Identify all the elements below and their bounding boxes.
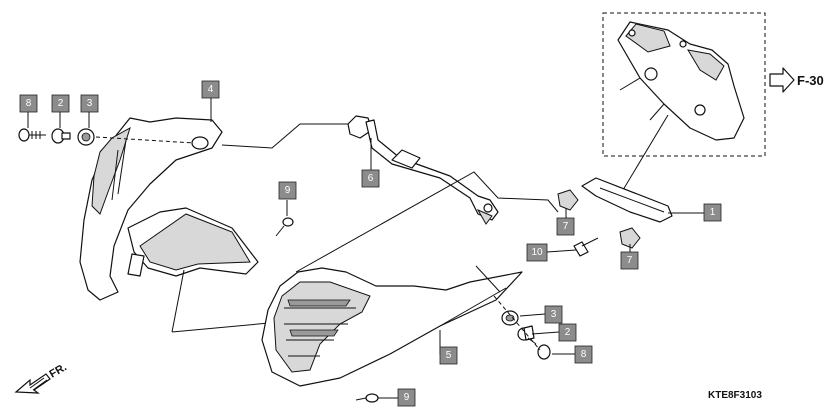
collar-part-2a <box>51 128 71 144</box>
callout-3-left: 3 <box>80 94 99 113</box>
leader-5-bolt <box>475 265 501 293</box>
leader-4-to-6 <box>221 123 348 149</box>
svg-text:6: 6 <box>368 173 374 184</box>
callout-8-left: 8 <box>19 94 38 113</box>
callout-10: 10 <box>526 243 548 262</box>
callout-7-lower: 7 <box>620 251 639 270</box>
svg-text:9: 9 <box>285 185 291 196</box>
svg-text:2: 2 <box>58 98 64 109</box>
svg-text:10: 10 <box>531 247 543 258</box>
svg-text:4: 4 <box>208 84 214 95</box>
callout-6: 6 <box>361 169 380 188</box>
callout-3-right: 3 <box>544 305 563 324</box>
clip-part-7a <box>557 189 579 211</box>
callout-9-upper: 9 <box>278 181 297 200</box>
callout-5: 5 <box>439 346 458 365</box>
grommet-part-3a <box>77 128 95 146</box>
callout-4: 4 <box>201 80 220 99</box>
ref-label: F-30 <box>797 73 824 88</box>
diagram-code: KTE8F3103 <box>708 390 762 401</box>
clip-part-7b <box>619 227 641 249</box>
callout-leaders <box>27 98 704 399</box>
svg-text:7: 7 <box>563 221 569 232</box>
front-direction-label: FR. <box>48 361 69 380</box>
detail-inset-frame <box>602 12 766 157</box>
stay-part-6 <box>347 115 499 225</box>
svg-text:7: 7 <box>627 255 633 266</box>
screw-part-8b <box>527 337 551 360</box>
screw-part-9a <box>275 217 294 237</box>
callout-1: 1 <box>703 203 722 222</box>
leader-fasteners-left <box>95 136 195 144</box>
svg-text:1: 1 <box>710 207 716 218</box>
callout-9-lower: 9 <box>397 388 416 407</box>
grommet-part-3b <box>501 310 519 326</box>
leader-detail <box>619 114 669 196</box>
bolt-part-10 <box>573 237 599 257</box>
callout-2-right: 2 <box>558 323 577 342</box>
callout-7-upper: 7 <box>556 217 575 236</box>
leader-cover-lower <box>171 269 281 333</box>
front-direction-arrow-icon <box>14 373 51 394</box>
svg-text:8: 8 <box>581 349 587 360</box>
bracket-detail <box>617 21 745 141</box>
screw-part-8a <box>18 128 46 142</box>
leader-fasteners-right <box>493 295 541 351</box>
svg-text:5: 5 <box>446 350 452 361</box>
inner-cover-part-4 <box>79 117 259 301</box>
screw-part-9b <box>355 393 379 403</box>
svg-text:2: 2 <box>565 327 571 338</box>
callout-2-left: 2 <box>51 94 70 113</box>
lower-cover-part-5 <box>261 267 523 387</box>
bracket-part-1 <box>581 177 673 223</box>
svg-text:9: 9 <box>404 392 410 403</box>
leader-5-to-6 <box>295 171 559 273</box>
ref-arrow-icon <box>769 67 795 93</box>
svg-text:3: 3 <box>551 309 557 320</box>
collar-part-2b <box>517 325 535 341</box>
svg-text:3: 3 <box>87 98 93 109</box>
svg-text:8: 8 <box>26 98 32 109</box>
callout-8-right: 8 <box>574 345 593 364</box>
